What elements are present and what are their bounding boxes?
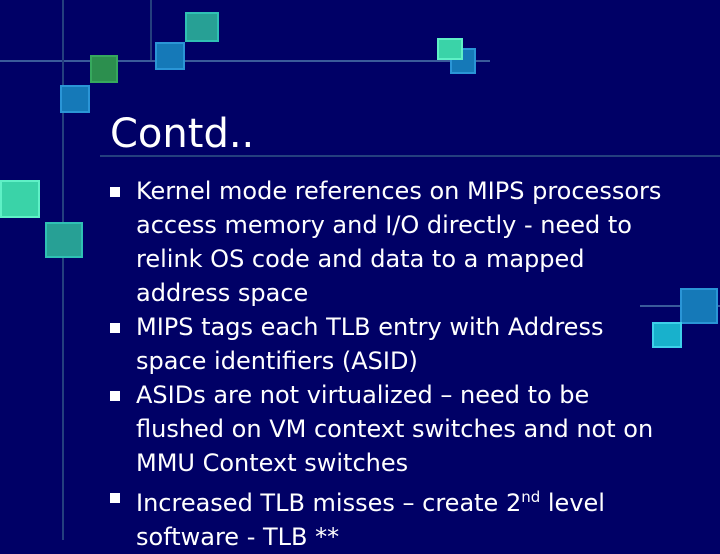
bullet-text: Increased TLB misses – create 2nd level … bbox=[136, 488, 605, 551]
bullet-item: Increased TLB misses – create 2nd level … bbox=[110, 480, 680, 554]
decor-square bbox=[60, 85, 90, 113]
slide-title: Contd.. bbox=[110, 111, 255, 157]
decor-square bbox=[185, 12, 219, 42]
bullet-text: ASIDs are not virtualized – need to be f… bbox=[136, 381, 654, 477]
decor-line-vertical-left bbox=[62, 0, 64, 540]
decor-square bbox=[680, 288, 718, 324]
decor-square bbox=[155, 42, 185, 70]
bullet-item: MIPS tags each TLB entry with Address sp… bbox=[110, 310, 680, 378]
decor-square bbox=[0, 180, 40, 218]
decor-square bbox=[90, 55, 118, 83]
decor-line-top bbox=[0, 60, 490, 62]
decor-square bbox=[652, 322, 682, 348]
bullet-text: Kernel mode references on MIPS processor… bbox=[136, 177, 662, 307]
bullet-square-icon bbox=[110, 187, 120, 197]
superscript-text: nd bbox=[521, 488, 541, 506]
bullet-square-icon bbox=[110, 493, 120, 503]
bullet-list: Kernel mode references on MIPS processor… bbox=[110, 174, 680, 554]
decor-square bbox=[437, 38, 463, 60]
bullet-square-icon bbox=[110, 323, 120, 333]
bullet-item: ASIDs are not virtualized – need to be f… bbox=[110, 378, 680, 480]
bullet-text: MIPS tags each TLB entry with Address sp… bbox=[136, 313, 604, 375]
decor-line-vertical-top bbox=[150, 0, 152, 60]
bullet-square-icon bbox=[110, 391, 120, 401]
bullet-item: Kernel mode references on MIPS processor… bbox=[110, 174, 680, 310]
decor-square bbox=[45, 222, 83, 258]
bullet-text-part: Increased TLB misses – create 2 bbox=[136, 489, 522, 517]
decor-line-title bbox=[100, 155, 720, 157]
